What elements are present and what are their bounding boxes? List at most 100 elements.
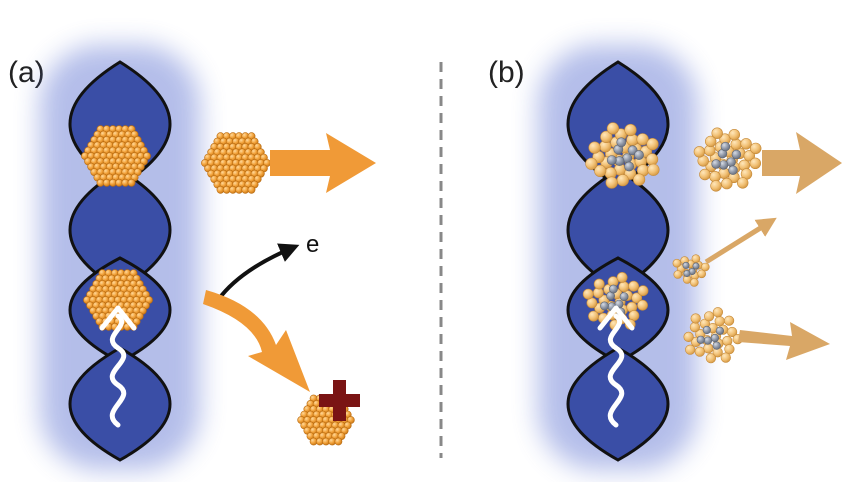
atom [588,141,601,154]
atom [624,161,634,172]
atom [609,284,618,294]
atom [703,343,714,354]
atom [616,174,629,187]
atom [723,315,735,326]
ejection-arrow-b-middle [704,217,777,265]
atom [731,149,742,160]
atom [606,155,617,165]
atom [683,269,691,277]
atom [728,165,738,175]
nanoparticle-a-ejected [201,132,271,194]
atom [616,271,628,283]
atom [720,352,731,363]
ion-arrow [203,290,310,392]
photon-squiggle-a [109,313,127,428]
atom [703,336,713,345]
atom [711,127,723,139]
atom [624,123,637,137]
atom [691,254,701,264]
molecule-b-top [585,122,660,189]
atom [749,142,762,155]
atom [626,133,639,146]
atom [710,333,720,343]
atom [618,281,630,293]
photon-squiggle-b [607,313,625,428]
atom [600,301,609,311]
atom [600,130,613,143]
nanoparticle-a-top [81,125,151,187]
atom [736,177,749,189]
panel-a: (a) e [8,45,376,470]
panel-b: (b) [488,45,842,470]
atom [593,278,605,290]
atom [127,178,136,187]
atom [632,173,646,186]
atom [616,137,627,148]
atom [605,176,618,189]
atom [645,153,659,166]
panel-b-label: (b) [488,56,525,89]
atom [637,299,648,311]
molecule-b-small [672,254,710,287]
atom [726,326,738,338]
panel-a-label: (a) [8,56,45,89]
atom [710,180,722,192]
atom [690,313,701,324]
atom [247,185,256,194]
atom [712,341,721,350]
atom [683,331,694,343]
atom [585,157,598,170]
atom [697,269,707,279]
atom [682,261,690,269]
atom [689,322,701,333]
atom [694,346,705,357]
atom [696,335,705,344]
atom [582,288,594,300]
ejection-arrow-a [270,133,376,193]
photon-arrowhead-a [99,305,137,331]
atom [672,258,682,268]
atom [743,150,755,162]
atom [704,135,717,148]
atom [714,316,725,327]
ejection-arrow-b-top [762,132,842,194]
electron-label: e [306,231,319,258]
atom [740,138,752,150]
atom [647,163,660,176]
atom [749,157,761,170]
atom [715,326,725,335]
atom [673,270,683,279]
positive-charge-icon [319,380,360,421]
atom [634,150,644,160]
atom [334,437,343,446]
atom [702,325,711,335]
atom [594,164,607,177]
atom [711,159,721,169]
atom [685,344,696,355]
atom [720,141,731,152]
atom [692,262,700,270]
atom [721,177,733,190]
atom [693,146,706,158]
atom [728,129,740,141]
atom [705,353,717,364]
atom [628,280,639,292]
atom [730,138,742,151]
molecule-b-ejected-top [693,127,762,192]
atom [619,292,629,301]
atom [606,122,620,135]
atom [646,138,659,151]
atom [631,292,643,304]
atom [712,307,724,318]
atom [637,285,649,297]
photon-arrowhead-b [597,305,635,331]
atom [636,133,649,146]
atom [699,168,711,181]
atom [700,262,710,272]
atom [703,311,715,322]
molecule-b-ejected-bottom [683,307,743,364]
electron-arrow [216,243,300,302]
atom [689,278,699,287]
atom [588,310,599,322]
